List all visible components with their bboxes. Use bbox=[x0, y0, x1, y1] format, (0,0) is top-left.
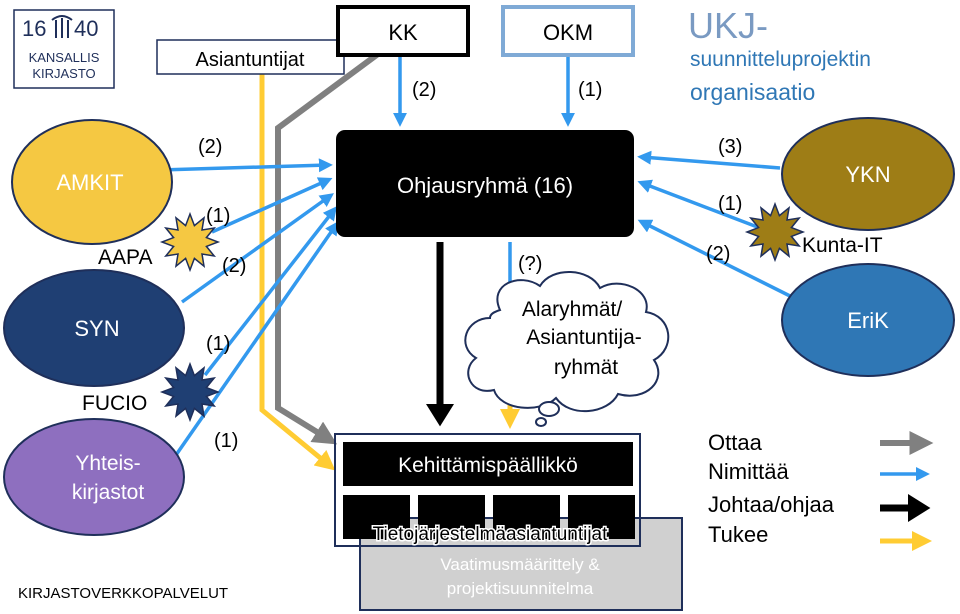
cloud-label-1: Alaryhmät/ bbox=[522, 298, 623, 321]
kunta-it-label: Kunta-IT bbox=[802, 234, 883, 257]
count-kunta: (1) bbox=[718, 193, 742, 215]
cloud-label-3: ryhmät bbox=[554, 356, 618, 379]
count-okm: (1) bbox=[578, 79, 602, 101]
ykn-ellipse bbox=[781, 117, 955, 231]
legend-label-1: Nimittää bbox=[708, 459, 789, 484]
count-aapa-bottom: (2) bbox=[222, 255, 246, 277]
erik-label: EriK bbox=[847, 308, 889, 333]
ohjausryhma-label: Ohjausryhmä (16) bbox=[397, 173, 573, 198]
team-group: Vaatimusmäärittely & projektisuunnitelma… bbox=[334, 433, 683, 611]
logo-year-left: 16 bbox=[22, 16, 46, 41]
yhteis-ellipse bbox=[3, 418, 185, 536]
legend-label-2: Johtaa/ohjaa bbox=[708, 492, 835, 517]
tieto-label: Tietojärjestelmäasiantuntijat bbox=[373, 524, 609, 545]
count-amkit: (2) bbox=[198, 136, 222, 158]
logo-year-right: 40 bbox=[74, 16, 98, 41]
arrow-yellow-asiantuntijat bbox=[259, 74, 336, 471]
aapa-starburst bbox=[159, 211, 221, 273]
kehittamis-label: Kehittämispäällikkö bbox=[398, 454, 578, 477]
arrow-blue-ykn bbox=[637, 150, 781, 170]
logo-frame bbox=[13, 9, 115, 89]
erik-ellipse bbox=[781, 263, 955, 377]
arrow-gray-kk bbox=[275, 51, 380, 445]
count-ykn: (3) bbox=[718, 136, 742, 158]
cloud-bubble-small bbox=[535, 417, 547, 427]
count-syn: (1) bbox=[206, 333, 230, 355]
vaatimus-label-2: projektisuunnitelma bbox=[447, 579, 594, 598]
ykn-label: YKN bbox=[845, 162, 890, 187]
kehittamis-frame bbox=[334, 433, 641, 547]
yhteis-label-1: Yhteis- bbox=[75, 452, 140, 475]
arrow-blue-syn bbox=[180, 193, 334, 304]
kehittamis-box bbox=[343, 442, 633, 486]
arrow-blue-erik bbox=[637, 219, 791, 298]
legend-label-3: Tukee bbox=[708, 522, 768, 547]
cloud-label-2: Asiantuntija- bbox=[526, 326, 642, 349]
count-erik: (2) bbox=[706, 243, 730, 265]
arrow-blue-fucio bbox=[203, 206, 338, 377]
kk-label: KK bbox=[388, 20, 418, 45]
kk-box bbox=[336, 5, 470, 57]
aapa-label: AAPA bbox=[98, 246, 152, 269]
title-line1: UKJ- bbox=[688, 5, 768, 46]
asiantuntijat-label: Asiantuntijat bbox=[196, 49, 305, 71]
logo-line2: KIRJASTO bbox=[32, 66, 95, 81]
yhteis-label-2: kirjastot bbox=[72, 481, 145, 504]
amkit-label: AMKIT bbox=[56, 170, 123, 195]
vaatimus-label-1: Vaatimusmäärittely & bbox=[440, 555, 600, 574]
logo-line1: KANSALLIS bbox=[29, 50, 100, 65]
count-yhteis: (1) bbox=[214, 430, 238, 452]
kansalliskirjasto-logo: 16 40 KANSALLIS KIRJASTO bbox=[13, 9, 115, 89]
count-cloud: (?) bbox=[518, 253, 542, 275]
okm-label: OKM bbox=[543, 20, 593, 45]
ohjausryhma-box bbox=[336, 130, 634, 237]
title-line3: organisaatio bbox=[690, 79, 815, 105]
okm-box bbox=[501, 5, 635, 57]
count-aapa-top: (1) bbox=[206, 205, 230, 227]
legend-label-0: Ottaa bbox=[708, 430, 763, 455]
team-member-3 bbox=[493, 495, 560, 539]
fucio-label: FUCIO bbox=[82, 392, 147, 415]
title-line2: suunnitteluprojektin bbox=[690, 48, 871, 71]
arrow-blue-aapa bbox=[211, 177, 333, 234]
arrow-blue-amkit bbox=[159, 158, 333, 173]
count-kk: (2) bbox=[412, 79, 436, 101]
cloud-shape bbox=[464, 271, 670, 412]
arrow-blue-kunta bbox=[637, 179, 761, 230]
syn-ellipse bbox=[3, 269, 185, 387]
footer-label: KIRJASTOVERKKOPALVELUT bbox=[18, 585, 228, 602]
arrows bbox=[159, 51, 791, 471]
team-member-4 bbox=[568, 495, 635, 539]
syn-label: SYN bbox=[74, 316, 119, 341]
fucio-starburst bbox=[159, 361, 221, 423]
team-member-2 bbox=[418, 495, 485, 539]
arrow-blue-yhteis bbox=[174, 220, 339, 456]
amkit-ellipse bbox=[11, 119, 173, 245]
team-member-1 bbox=[343, 495, 410, 539]
cloud-bubble-large bbox=[538, 401, 560, 417]
alaryhmat-cloud: Alaryhmät/ Asiantuntija- ryhmät bbox=[464, 271, 670, 427]
kunta-starburst bbox=[744, 201, 806, 263]
column-icon bbox=[51, 15, 73, 38]
legend: Ottaa Nimittää Johtaa/ohjaa Tukee bbox=[708, 430, 934, 551]
